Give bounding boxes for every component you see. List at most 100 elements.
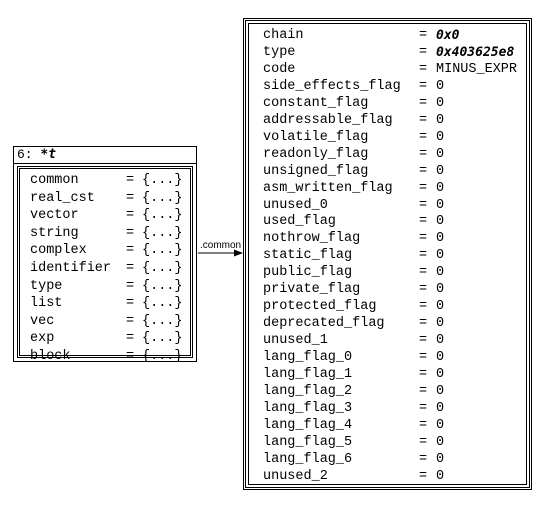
field-row[interactable]: lang_flag_0=0 [249,349,526,366]
field-equals: = [126,296,135,312]
field-name: unused_0 [263,197,328,213]
field-value: 0 [436,112,445,128]
field-row[interactable]: unused_2=0 [249,468,526,485]
field-name: lang_flag_0 [263,350,353,366]
field-row[interactable]: exp={...} [20,330,190,347]
node-t-title: 6: *t [14,147,196,164]
field-row[interactable]: lang_flag_3=0 [249,400,526,417]
field-row[interactable]: lang_flag_4=0 [249,417,526,434]
field-row[interactable]: lang_flag_6=0 [249,451,526,468]
field-value: 0 [436,214,445,230]
field-row[interactable]: type = {...} [20,278,190,295]
field-value: 0 [436,265,445,281]
field-row[interactable]: vec = {...} [20,313,190,330]
field-value: MINUS_EXPR [436,61,518,77]
field-name: lang_flag_6 [263,451,353,467]
field-value: 0 [436,299,445,315]
field-row[interactable]: addressable_flag=0 [249,112,526,129]
field-value: {...} [142,278,183,294]
field-row[interactable]: code=MINUS_EXPR [249,61,526,78]
field-name: addressable_flag [263,112,393,128]
field-value: 0x0 [436,28,460,43]
field-equals: = [419,44,428,60]
field-equals: = [419,197,428,213]
field-row[interactable]: common={...} [20,172,190,189]
field-equals: = [126,225,135,241]
node-t[interactable]: 6: *t common={...}real_cst={...}vector={… [13,146,197,364]
field-name: constant_flag [263,95,369,111]
field-value: 0 [436,451,445,467]
field-row[interactable]: asm_written_flag=0 [249,180,526,197]
field-row[interactable]: identifier={...} [20,260,190,277]
field-equals: = [419,316,428,332]
field-row[interactable]: lang_flag_5=0 [249,434,526,451]
field-name: block [30,349,71,364]
field-row[interactable]: complex={...} [20,242,190,259]
field-row[interactable]: lang_flag_1=0 [249,366,526,383]
field-row[interactable]: deprecated_flag=0 [249,315,526,332]
field-equals: = [126,313,135,329]
field-row[interactable]: public_flag=0 [249,264,526,281]
field-equals: = [126,278,135,294]
field-row[interactable]: real_cst={...} [20,190,190,207]
field-name: used_flag [263,214,336,230]
field-row[interactable]: list = {...} [20,295,190,312]
field-value: 0 [436,129,445,145]
field-equals: = [419,214,428,230]
field-equals: = [419,248,428,264]
field-row[interactable]: block = {...} [20,348,190,365]
field-row[interactable]: type=0x403625e8 [249,44,526,61]
field-name: list [30,296,63,312]
field-value: 0 [436,163,445,179]
field-name: public_flag [263,265,353,281]
field-value: {...} [142,313,183,329]
field-name: unused_1 [263,333,328,349]
node-t-fields: common={...}real_cst={...}vector={...}st… [17,166,193,364]
field-name: vec [30,313,55,329]
field-equals: = [419,299,428,315]
field-equals: = [126,261,135,276]
field-value: 0 [436,146,445,162]
field-name: code [263,61,296,77]
field-row[interactable]: lang_flag_2=0 [249,383,526,400]
field-equals: = [419,129,428,145]
field-value: {...} [142,296,183,312]
field-row[interactable]: chain=0x0 [249,27,526,44]
field-name: lang_flag_2 [263,383,353,399]
field-row[interactable]: unused_0=0 [249,197,526,214]
field-name: unused_2 [263,468,328,484]
field-row[interactable]: protected_flag=0 [249,298,526,315]
field-row[interactable]: private_flag=0 [249,281,526,298]
field-row[interactable]: vector={...} [20,207,190,224]
field-value: {...} [142,225,183,241]
field-value: 0 [436,367,445,382]
field-value: {...} [142,349,183,364]
field-equals: = [126,349,135,364]
field-row[interactable]: nothrow_flag=0 [249,230,526,247]
field-name: type [30,278,63,294]
field-row[interactable]: volatile_flag=0 [249,129,526,146]
field-row[interactable]: unused_1=0 [249,332,526,349]
field-name: real_cst [30,190,95,206]
field-row[interactable]: string = {...} [20,225,190,242]
field-row[interactable]: constant_flag = 0 [249,95,526,112]
field-value: 0 [436,316,445,332]
field-value: 0 [436,383,445,399]
field-row[interactable]: unsigned_flag=0 [249,163,526,180]
field-equals: = [419,400,428,416]
field-value: 0 [436,95,445,111]
field-name: string [30,225,79,241]
field-value: 0 [436,400,445,416]
field-row[interactable]: readonly_flag=0 [249,146,526,163]
field-row[interactable]: side_effects_flag=0 [249,78,526,95]
field-row[interactable]: static_flag=0 [249,247,526,264]
field-equals: = [419,350,428,366]
field-value: 0 [436,248,445,264]
field-row[interactable]: used_flag = 0 [249,213,526,230]
field-value: 0 [436,282,445,298]
field-equals: = [126,331,135,347]
field-value: {...} [142,331,183,347]
field-equals: = [419,367,428,382]
field-equals: = [419,95,428,111]
